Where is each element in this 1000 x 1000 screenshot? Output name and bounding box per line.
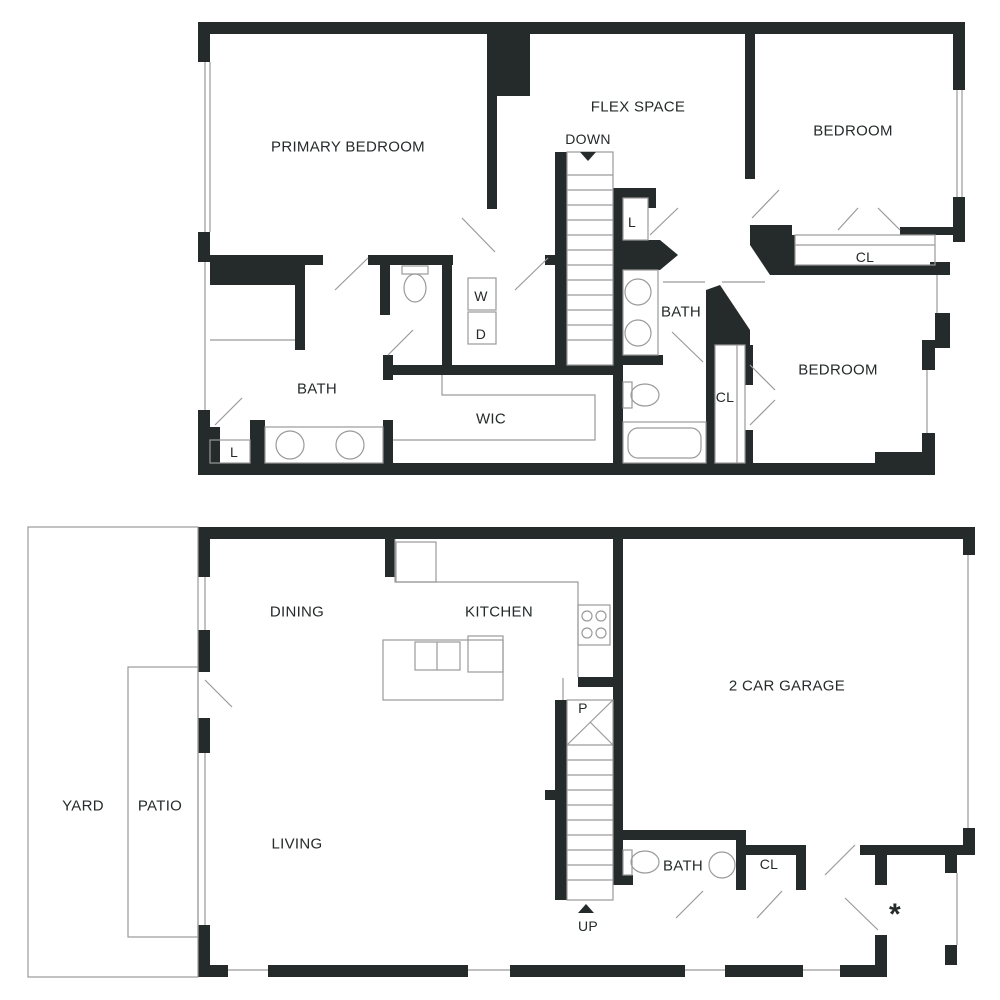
up-arrow-icon (578, 904, 594, 913)
stair-label-down: DOWN (565, 131, 611, 147)
lower-floor-walls (198, 527, 975, 977)
room-label-closet: CL (715, 389, 735, 405)
room-label-bath: BATH (662, 857, 704, 875)
room-label-yard: YARD (62, 797, 104, 815)
yard-outline (27, 526, 199, 978)
room-label-bath: BATH (296, 380, 338, 398)
room-label-bedroom: BEDROOM (798, 361, 878, 379)
room-label-patio: PATIO (137, 797, 183, 815)
upper-stair-treads (567, 174, 613, 341)
lower-floor-fixtures (27, 526, 969, 978)
room-label-pantry: P (578, 700, 588, 716)
washer-label: W (474, 288, 488, 304)
room-label-flex-space: FLEX SPACE (590, 98, 686, 116)
upper-floor-walls (198, 22, 965, 475)
room-label-primary-bedroom: PRIMARY BEDROOM (271, 138, 425, 156)
room-label-kitchen: KITCHEN (465, 603, 533, 621)
room-label-bath: BATH (660, 303, 702, 321)
room-label-living: LIVING (271, 835, 323, 853)
room-label-closet: CL (855, 249, 875, 265)
room-label-dining: DINING (269, 603, 325, 621)
lower-stair-treads (566, 699, 614, 881)
room-label-linen: L (229, 444, 239, 460)
stair-label-up: UP (577, 918, 599, 934)
room-label-linen: L (627, 214, 637, 230)
patio-outline (127, 666, 199, 938)
note-asterisk: * (889, 898, 901, 931)
room-label-closet: CL (759, 856, 779, 872)
upper-floor-fixtures (204, 62, 963, 464)
room-label-garage: 2 CAR GARAGE (728, 677, 846, 695)
dryer-label: D (475, 326, 487, 342)
room-label-bedroom: BEDROOM (813, 122, 893, 140)
down-arrow-icon (580, 152, 596, 161)
room-label-wic: WIC (475, 410, 507, 428)
